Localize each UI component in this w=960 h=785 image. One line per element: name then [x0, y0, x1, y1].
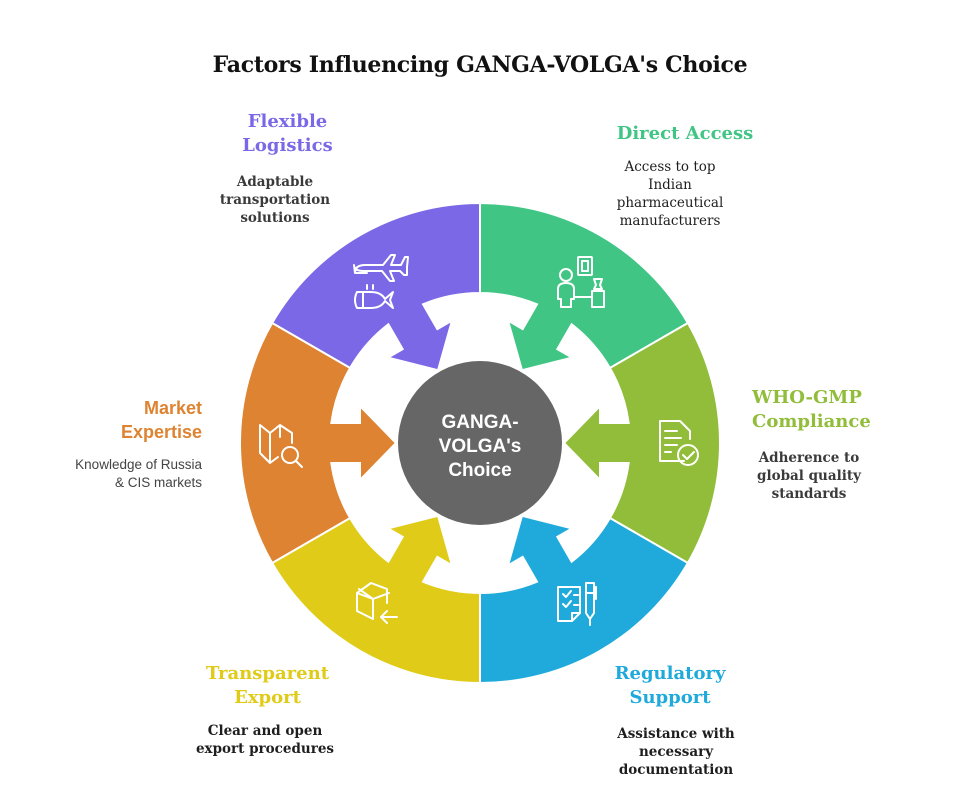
title-line: Expertise	[120, 422, 202, 442]
desc-line: Knowledge of Russia	[75, 457, 202, 472]
factor-title-regulatory-support: Regulatory Support	[595, 662, 745, 710]
segment-market-expertise	[239, 321, 398, 565]
desc-line: solutions	[240, 210, 310, 226]
center-line-1: GANGA-	[441, 412, 518, 433]
center-line-2: VOLGA's	[439, 436, 522, 457]
factor-title-who-gmp-compliance: WHO-GMP Compliance	[752, 386, 882, 434]
title-line: Support	[629, 687, 711, 708]
factor-title-flexible-logistics: Flexible Logistics	[200, 110, 375, 158]
desc-line: Indian	[648, 177, 692, 193]
map-search-icon	[259, 424, 303, 468]
desc-line: necessary	[638, 744, 714, 760]
desc-line: manufacturers	[619, 213, 721, 229]
title-line: Regulatory	[614, 663, 726, 684]
box-arrow-icon	[356, 582, 398, 624]
desc-line: Clear and open	[207, 723, 323, 739]
factor-desc-direct-access: Access to top Indian pharmaceutical manu…	[595, 158, 745, 230]
factor-desc-transparent-export: Clear and open export procedures	[185, 722, 345, 758]
diagram-title: Factors Influencing GANGA-VOLGA's Choice	[212, 52, 748, 78]
desc-line: & CIS markets	[114, 475, 202, 490]
factor-desc-flexible-logistics: Adaptable transportation solutions	[200, 173, 350, 227]
factor-title-market-expertise: Market Expertise	[62, 396, 202, 444]
desc-line: Adherence to	[758, 450, 860, 466]
desc-line: documentation	[618, 762, 734, 778]
desc-line: transportation	[219, 192, 331, 208]
desc-line: export procedures	[195, 741, 335, 757]
factor-title-transparent-export: Transparent Export	[190, 662, 345, 710]
title-line: Export	[234, 687, 301, 708]
title-line: Logistics	[242, 135, 333, 156]
factor-desc-who-gmp-compliance: Adherence to global quality standards	[750, 449, 868, 503]
center-line-3: Choice	[448, 460, 511, 481]
checklist-pen-icon	[557, 582, 597, 626]
desc-line: Access to top	[624, 159, 716, 175]
desc-line: Assistance with	[617, 726, 735, 742]
plane-and-submarine-icon	[353, 254, 409, 309]
desc-line: standards	[771, 486, 847, 502]
document-check-icon	[659, 420, 699, 466]
factor-desc-regulatory-support: Assistance with necessary documentation	[600, 725, 752, 779]
title-line: Transparent	[205, 663, 330, 684]
title-line: Market	[143, 398, 202, 418]
title-line: Direct Access	[616, 123, 754, 144]
desc-line: global quality	[757, 468, 861, 484]
title-line: Compliance	[752, 411, 871, 432]
title-line: Flexible	[247, 111, 328, 132]
factor-title-direct-access: Direct Access	[600, 122, 770, 146]
desc-line: pharmaceutical	[616, 195, 724, 211]
desc-line: Adaptable	[236, 174, 314, 190]
title-line: WHO-GMP	[752, 387, 862, 408]
segment-who-gmp-compliance	[562, 321, 721, 565]
center-circle	[398, 361, 562, 525]
factor-desc-market-expertise: Knowledge of Russia & CIS markets	[40, 456, 202, 492]
person-with-manufacturer-icon	[557, 256, 605, 308]
